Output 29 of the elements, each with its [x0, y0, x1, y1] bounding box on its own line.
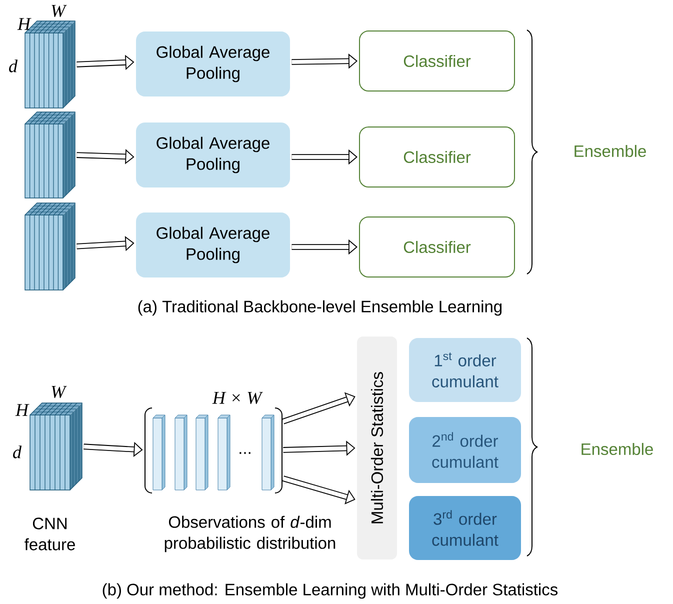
axis-letter: d: [9, 60, 18, 72]
axis-letter: W: [52, 386, 67, 398]
classifier-box: Classifier: [359, 126, 515, 188]
feature-map-drawing: [24, 112, 76, 198]
ellipsis: ...: [240, 452, 250, 454]
feature-map-drawing: [24, 202, 76, 290]
statistics-box: Multi-Order Statistics: [357, 336, 397, 560]
arrow: [282, 392, 356, 424]
classifier-box: Classifier: [359, 216, 515, 278]
axis-letter: W: [52, 4, 67, 18]
cumulant-box: 1$^{st}$ order cumulant: [409, 338, 521, 402]
caption-text: CNN feature: [24, 518, 75, 550]
axis-letter: H × W: [212, 392, 263, 404]
axis-letter: d: [13, 446, 22, 458]
caption: (a) Traditional Backbone-level Ensemble Learning: [138, 300, 502, 316]
caption-text: Observations of d-dim probabilistic distribution: [164, 516, 336, 552]
axis-letter: H: [17, 18, 32, 30]
ensemble-label: Ensemble: [574, 144, 646, 158]
pooling-box: Global Average Pooling: [136, 212, 290, 278]
ensemble-label: Ensemble: [582, 442, 653, 456]
caption: (b) Our method: Ensemble Learning with Multi-Order Statistics: [102, 583, 558, 599]
axis-letter: H: [15, 404, 30, 416]
pooling-box: Global Average Pooling: [136, 122, 290, 188]
feature-map-drawing: [30, 402, 82, 490]
pooling-box: Global Average Pooling: [136, 32, 290, 96]
observation-matrix-drawing: [144, 408, 282, 494]
cumulant-box: 3$^{rd}$ order cumulant: [409, 496, 521, 560]
cumulant-box: 2$^{nd}$ order cumulant: [409, 417, 521, 483]
classifier-box: Classifier: [359, 30, 515, 92]
